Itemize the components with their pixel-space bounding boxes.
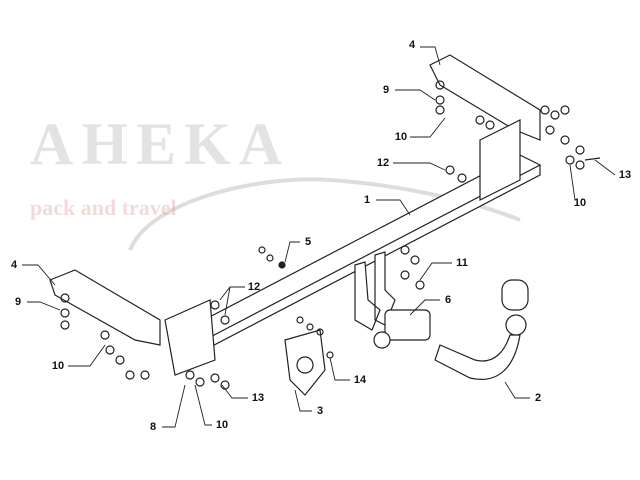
callout-10: 10 [215, 419, 229, 431]
right-bracket [429, 54, 541, 141]
callout-11: 11 [456, 257, 468, 269]
callout-5: 5 [304, 236, 312, 248]
callout-2: 2 [534, 392, 542, 404]
callout-13: 13 [618, 169, 632, 181]
ball-cover [501, 279, 529, 311]
callout-6: 6 [444, 294, 452, 306]
callout-4: 4 [408, 39, 416, 51]
callout-9: 9 [14, 296, 22, 308]
left-bracket [49, 269, 161, 346]
callout-10: 10 [394, 131, 408, 143]
callout-14: 14 [353, 374, 367, 386]
callout-8: 8 [149, 421, 157, 433]
fasteners [60, 80, 601, 390]
callout-12: 12 [376, 157, 390, 169]
callout-13: 13 [251, 392, 265, 404]
callout-10: 10 [573, 197, 587, 209]
callout-12: 12 [247, 281, 261, 293]
leader-lines [22, 46, 616, 428]
watermark-tagline: pack and travel [30, 195, 177, 220]
callout-4: 4 [10, 259, 18, 271]
electrical-module [384, 309, 431, 341]
center-plates [354, 251, 396, 331]
callout-10: 10 [51, 360, 65, 372]
callout-1: 1 [363, 194, 371, 206]
socket-plate [284, 329, 326, 396]
callout-3: 3 [316, 405, 324, 417]
watermark-brand: AHEKA [30, 111, 291, 177]
callout-9: 9 [382, 84, 390, 96]
tow-ball-neck [434, 334, 521, 380]
